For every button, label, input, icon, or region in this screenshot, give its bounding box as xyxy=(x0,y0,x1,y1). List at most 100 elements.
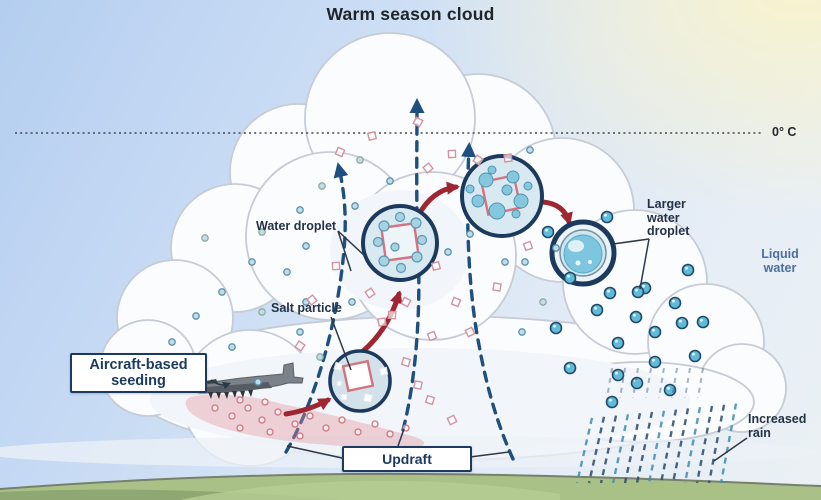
tiny-droplet-dot xyxy=(218,288,226,296)
water-droplet-label: Water droplet xyxy=(256,219,337,233)
tiny-droplet-dot xyxy=(356,156,364,164)
tiny-droplet-dot xyxy=(296,328,304,336)
flare-ring xyxy=(211,404,219,412)
rain-streak xyxy=(587,416,606,484)
rain-streak xyxy=(623,412,642,484)
flare-ring xyxy=(228,412,236,420)
water-droplet-dot xyxy=(688,349,702,363)
salt-particle-dot xyxy=(430,260,442,272)
seeding-plume xyxy=(185,394,425,448)
salt-particle-dot xyxy=(377,317,387,327)
droplet-highlight xyxy=(635,288,638,292)
salt-particle-label: Salt particle xyxy=(271,301,342,315)
tiny-droplet-dot xyxy=(258,308,266,316)
droplet-highlight xyxy=(672,299,675,303)
water-droplet-dot xyxy=(663,383,677,397)
rain-streak xyxy=(683,406,702,484)
tiny-droplet-dot xyxy=(552,244,560,252)
tiny-droplet-dot xyxy=(444,248,452,256)
droplet-highlight xyxy=(545,228,548,232)
droplet-highlight xyxy=(652,358,655,362)
salt-particle-dot xyxy=(464,326,476,338)
flare-ring xyxy=(266,428,274,436)
salt-particle-dot xyxy=(447,149,457,159)
salt-particle-dot xyxy=(413,380,423,390)
liquid-water-label: Liquid water xyxy=(761,247,799,275)
water-droplet-dot xyxy=(611,336,625,350)
tiny-droplet-dot xyxy=(526,146,534,154)
droplet-highlight xyxy=(692,352,695,356)
flare-ring xyxy=(322,424,330,432)
flare-ring xyxy=(371,420,379,428)
salt-particle-dot xyxy=(364,287,376,299)
larger-water-droplet-label: Larger water droplet xyxy=(647,197,690,238)
tiny-droplet-dot xyxy=(539,298,547,306)
tiny-droplet-dot xyxy=(466,230,474,238)
water-droplet-circle xyxy=(361,204,439,282)
flare-ring xyxy=(386,430,394,438)
droplet-highlight xyxy=(567,364,570,368)
water-droplet-dot xyxy=(563,361,577,375)
salt-particle-dot xyxy=(334,146,346,158)
salt-particle-dot xyxy=(400,296,412,308)
salt-particle-dot xyxy=(412,116,424,128)
tiny-droplet-dot xyxy=(518,328,526,336)
salt-particle-dot xyxy=(400,356,412,368)
salt-particle-dot xyxy=(492,282,502,292)
droplet-highlight xyxy=(604,213,607,217)
updraft-label: Updraft xyxy=(382,451,432,467)
salt-particle-dot xyxy=(366,130,378,142)
water-droplet-dot xyxy=(675,316,689,330)
water-droplet-dot xyxy=(648,325,662,339)
updraft-callout: Updraft xyxy=(342,446,472,472)
seeding-pointer-arrow xyxy=(210,379,231,390)
droplet-highlight xyxy=(634,379,637,383)
flare-ring xyxy=(244,404,252,412)
droplet-highlight xyxy=(594,306,597,310)
flare-particles xyxy=(211,396,410,440)
rain-streak xyxy=(575,417,594,484)
salt-particle-dot xyxy=(422,162,434,174)
salt-particle-dot xyxy=(331,261,341,271)
condensing-droplets xyxy=(372,211,428,274)
droplet-highlight xyxy=(553,324,556,328)
salt-particle-dot xyxy=(450,296,462,308)
water-droplet-dot xyxy=(648,355,662,369)
water-droplet-dot xyxy=(541,225,555,239)
salt-particle-dot xyxy=(503,153,513,163)
salt-particle-dot xyxy=(446,414,458,426)
tiny-droplet-dot xyxy=(296,206,304,214)
water-droplet-dot xyxy=(611,368,625,382)
large-droplet-dots xyxy=(541,210,710,409)
salt-particle-dot xyxy=(424,394,436,406)
rain-streak xyxy=(659,409,678,484)
water-droplet-dot xyxy=(630,376,644,390)
flare-ring xyxy=(274,408,282,416)
flare-ring xyxy=(354,428,362,436)
tiny-droplet-dot xyxy=(351,202,359,210)
tiny-droplet-dot xyxy=(283,268,291,276)
droplet-highlight xyxy=(615,339,618,343)
tiny-droplet-dot xyxy=(348,298,356,306)
salt-particle-dot xyxy=(306,294,318,306)
water-droplet-dot xyxy=(681,263,695,277)
increased-rain-label: Increased rain xyxy=(748,412,807,440)
aircraft-seeding-label: Aircraft-based seeding xyxy=(89,356,188,389)
flare-ring xyxy=(261,398,269,406)
droplet-highlight xyxy=(607,289,610,293)
droplet-highlight xyxy=(642,284,645,288)
tiny-droplet-dot xyxy=(501,258,509,266)
tiny-droplet-dot xyxy=(318,182,326,190)
tiny-droplet-dot xyxy=(248,258,256,266)
diagram-title: Warm season cloud xyxy=(326,4,495,24)
salt-particle-dot xyxy=(294,340,306,352)
tiny-droplet-dot xyxy=(386,177,394,185)
flare-ring xyxy=(236,424,244,432)
flare-ring xyxy=(296,432,304,440)
label-pointer-lines xyxy=(210,230,748,462)
droplet-highlight xyxy=(609,398,612,402)
droplet-highlight xyxy=(567,274,570,278)
droplet-highlight xyxy=(679,319,682,323)
tiny-droplet-dot xyxy=(302,242,310,250)
larger-droplet-circle xyxy=(549,219,617,287)
